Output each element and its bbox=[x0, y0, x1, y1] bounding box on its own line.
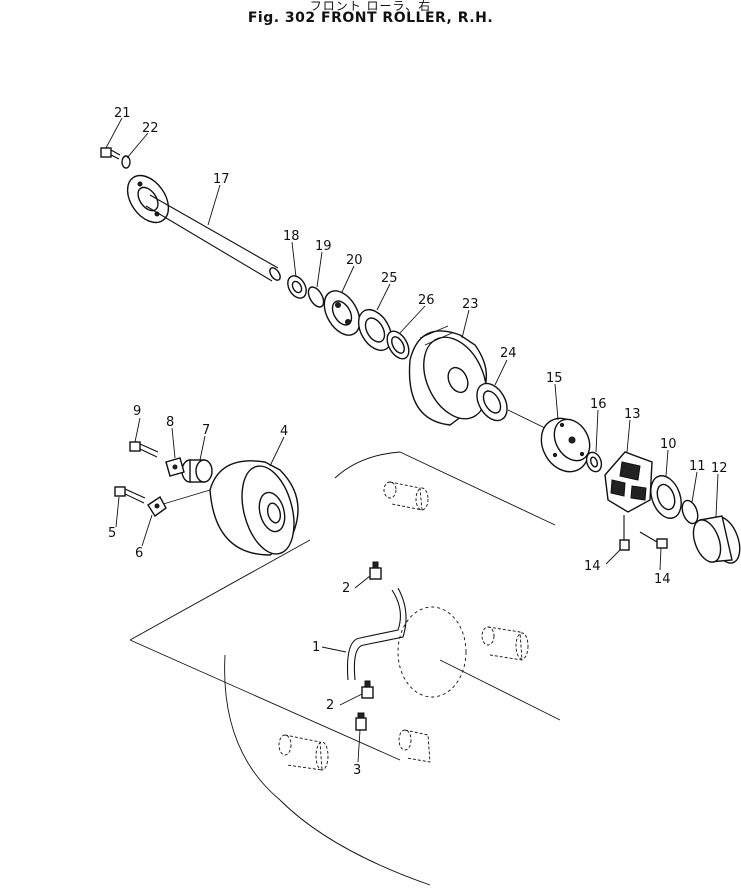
callout-13: 13 bbox=[624, 407, 641, 422]
callout-9: 9 bbox=[133, 404, 141, 419]
part-6-plate bbox=[147, 495, 167, 518]
part-7-bushing bbox=[181, 459, 213, 483]
callout-18: 18 bbox=[283, 229, 300, 244]
callout-24: 24 bbox=[500, 346, 517, 361]
reference-plugs bbox=[278, 481, 529, 771]
callout-14-left: 14 bbox=[584, 559, 601, 574]
leader-lines bbox=[105, 117, 719, 763]
figure-title-japanese: フロント ローラ、右 bbox=[309, 0, 432, 13]
callout-10: 10 bbox=[660, 437, 677, 452]
callout-15: 15 bbox=[546, 371, 563, 386]
callout-2-upper: 2 bbox=[342, 581, 350, 596]
part-23-roller bbox=[408, 325, 488, 426]
callout-5: 5 bbox=[108, 526, 116, 541]
part-25-cone bbox=[357, 309, 393, 351]
part-13-coupling bbox=[604, 451, 653, 513]
callout-23: 23 bbox=[462, 297, 479, 312]
callout-12: 12 bbox=[711, 461, 728, 476]
part-19-ring bbox=[307, 286, 325, 308]
callout-17: 17 bbox=[213, 172, 230, 187]
part-9-bolt bbox=[129, 441, 159, 458]
part-10-seal bbox=[650, 475, 682, 519]
callout-19: 19 bbox=[315, 239, 332, 254]
callout-4: 4 bbox=[280, 424, 288, 439]
part-17-shaft bbox=[126, 174, 281, 282]
part-5-bolt bbox=[114, 486, 146, 504]
part-14-bolt-a bbox=[619, 515, 630, 551]
callout-labels: 21 22 17 18 19 20 25 26 23 24 15 16 13 1… bbox=[108, 106, 728, 778]
part-3-fitting bbox=[355, 712, 367, 731]
callout-20: 20 bbox=[346, 253, 363, 268]
callout-16: 16 bbox=[590, 397, 607, 412]
callout-8: 8 bbox=[166, 415, 174, 430]
callout-7: 7 bbox=[202, 423, 210, 438]
part-22-washer bbox=[121, 155, 131, 169]
figure-title: Fig. 302 FRONT ROLLER, R.H. bbox=[247, 10, 494, 26]
part-14-bolt-b bbox=[639, 531, 668, 549]
part-18-seal bbox=[287, 275, 307, 299]
part-1-pipe bbox=[346, 587, 407, 681]
part-8-plate bbox=[165, 457, 185, 477]
callout-21: 21 bbox=[114, 106, 131, 121]
part-20-bearing bbox=[323, 290, 361, 336]
callout-14-right: 14 bbox=[654, 572, 671, 587]
callout-26: 26 bbox=[418, 293, 435, 308]
callout-2-lower: 2 bbox=[326, 698, 334, 713]
part-15-cover bbox=[540, 417, 591, 473]
callout-3: 3 bbox=[353, 763, 361, 778]
callout-22: 22 bbox=[142, 121, 159, 136]
callout-6: 6 bbox=[135, 546, 143, 561]
part-11-ring bbox=[681, 499, 699, 525]
frame-outline bbox=[129, 451, 561, 886]
part-12-cap bbox=[692, 515, 741, 564]
part-2-fitting-upper bbox=[369, 561, 382, 580]
part-2-fitting-lower bbox=[361, 680, 374, 699]
callout-25: 25 bbox=[381, 271, 398, 286]
callout-11: 11 bbox=[689, 459, 706, 474]
part-4-roller bbox=[209, 460, 299, 556]
axis-line bbox=[507, 409, 546, 429]
part-26-ring bbox=[386, 330, 410, 360]
callout-1: 1 bbox=[312, 640, 320, 655]
part-16-washer bbox=[585, 451, 603, 473]
part-21-bolt bbox=[100, 147, 121, 160]
part-24-collar bbox=[476, 382, 508, 422]
